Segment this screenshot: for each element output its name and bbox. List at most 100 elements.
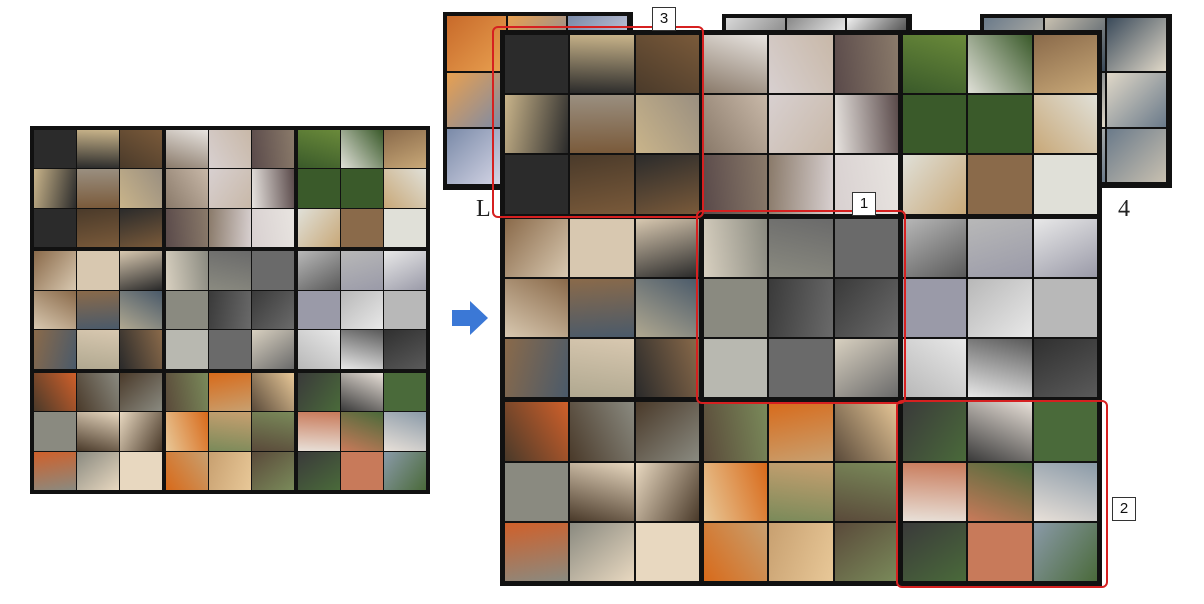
image-patch: [1033, 35, 1097, 94]
image-patch: [570, 95, 634, 154]
image-patch: [704, 462, 768, 521]
image-patch: [384, 130, 426, 169]
image-patch: [1033, 462, 1097, 521]
image-patch: [635, 339, 699, 398]
image-patch: [447, 16, 506, 71]
image-patch: [252, 251, 294, 290]
image-patch: [769, 402, 833, 461]
image-patch: [252, 208, 294, 248]
image-patch: [120, 130, 162, 169]
image-patch: [769, 339, 833, 398]
image-patch: [968, 95, 1032, 154]
image-patch: [298, 208, 340, 248]
image-patch: [1033, 402, 1097, 461]
image-patch: [77, 130, 119, 169]
image-patch: [834, 462, 898, 521]
image-patch: [903, 462, 967, 521]
image-patch: [635, 218, 699, 277]
image-patch: [120, 251, 162, 290]
image-patch: [209, 330, 251, 369]
image-patch: [252, 372, 294, 412]
image-patch: [505, 522, 569, 581]
image-patch: [968, 155, 1032, 214]
image-patch: [635, 522, 699, 581]
image-patch: [834, 339, 898, 398]
image-patch: [77, 208, 119, 248]
image-patch: [120, 451, 162, 490]
image-patch: [34, 130, 76, 169]
image-patch: [1033, 339, 1097, 398]
image-patch: [834, 35, 898, 94]
image-patch: [635, 462, 699, 521]
image-patch: [505, 402, 569, 461]
image-patch: [834, 522, 898, 581]
image-patch: [341, 208, 383, 248]
image-patch: [120, 412, 162, 451]
image-patch: [968, 402, 1032, 461]
image-patch: [968, 522, 1032, 581]
image-patch: [166, 169, 208, 208]
image-patch: [341, 451, 383, 490]
image-patch: [252, 330, 294, 369]
image-patch: [447, 72, 506, 128]
image-patch: [903, 95, 967, 154]
image-patch: [166, 130, 208, 169]
image-patch: [209, 290, 251, 330]
image-patch: [769, 462, 833, 521]
image-patch: [77, 169, 119, 208]
image-patch: [120, 372, 162, 412]
image-patch: [120, 290, 162, 330]
image-patch: [120, 208, 162, 248]
image-patch: [505, 462, 569, 521]
image-patch: [505, 339, 569, 398]
image-patch: [166, 372, 208, 412]
image-patch: [968, 35, 1032, 94]
image-patch: [252, 451, 294, 490]
image-patch: [1033, 522, 1097, 581]
image-patch: [34, 372, 76, 412]
image-patch: [834, 95, 898, 154]
callout-3: 3: [652, 7, 676, 31]
image-patch: [704, 402, 768, 461]
image-patch: [34, 169, 76, 208]
reordered-patch-grid: [500, 30, 1102, 586]
image-patch: [570, 155, 634, 214]
image-patch: [505, 218, 569, 277]
image-patch: [1106, 128, 1166, 182]
image-patch: [34, 251, 76, 290]
image-patch: [252, 130, 294, 169]
image-patch: [834, 218, 898, 277]
image-patch: [505, 278, 569, 338]
callout-2: 2: [1112, 497, 1136, 521]
image-patch: [341, 290, 383, 330]
image-patch: [570, 402, 634, 461]
image-patch: [209, 169, 251, 208]
image-patch: [704, 278, 768, 338]
image-patch: [298, 130, 340, 169]
image-patch: [77, 330, 119, 369]
image-patch: [384, 412, 426, 451]
image-patch: [209, 130, 251, 169]
image-patch: [968, 278, 1032, 338]
image-patch: [77, 412, 119, 451]
image-patch: [209, 451, 251, 490]
image-patch: [1033, 218, 1097, 277]
image-patch: [166, 251, 208, 290]
image-patch: [298, 251, 340, 290]
image-patch: [77, 372, 119, 412]
image-patch: [166, 451, 208, 490]
image-patch: [341, 330, 383, 369]
image-patch: [570, 35, 634, 94]
image-patch: [570, 522, 634, 581]
image-patch: [252, 290, 294, 330]
image-patch: [704, 218, 768, 277]
image-patch: [834, 402, 898, 461]
image-patch: [341, 412, 383, 451]
image-patch: [209, 412, 251, 451]
image-patch: [769, 155, 833, 214]
image-patch: [34, 412, 76, 451]
image-patch: [704, 35, 768, 94]
image-patch: [903, 35, 967, 94]
image-patch: [384, 290, 426, 330]
image-patch: [34, 290, 76, 330]
